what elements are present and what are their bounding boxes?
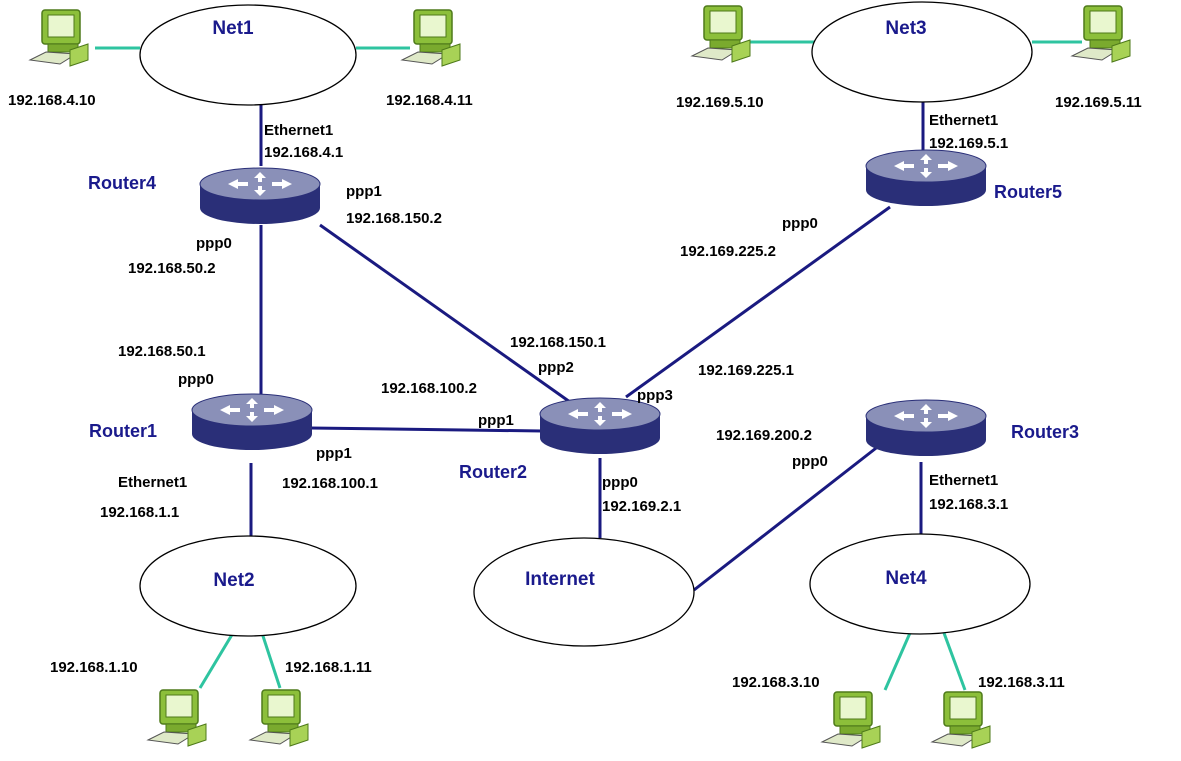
r5-ppp0-ip: 192.169.225.2 [680,243,776,260]
host-net2-b: 192.168.1.11 [249,659,372,747]
router2: Router2 [459,397,661,482]
desktop-computer-icon [147,689,207,747]
desktop-computer-icon [691,5,751,63]
host-ip-label: 192.168.3.11 [978,674,1065,691]
r1-ppp1-ip: 192.168.100.1 [282,475,378,492]
net2-ellipse [139,535,357,637]
r4-eth1-ip: 192.168.4.1 [264,144,343,161]
r3-eth1-name: Ethernet1 [929,472,998,489]
router-icon [199,167,321,225]
r2-ppp3-name: ppp3 [637,387,673,404]
network-net3: Net3 [811,1,1033,103]
router4: Router4 [88,167,321,225]
lan-links [95,40,1082,691]
r2-ppp2-name: ppp2 [538,359,574,376]
lan-link-net2-b [260,632,282,689]
desktop-computer-icon [249,689,309,747]
host-net3-a: 192.169.5.10 [676,5,764,111]
host-ip-label: 192.168.4.10 [8,92,96,109]
router5-label: Router5 [994,182,1062,202]
link-router2-router5 [625,205,891,399]
link-router3-internet [693,443,881,592]
router-icon [865,399,987,457]
desktop-computer-icon [931,691,991,749]
host-net1-a: 192.168.4.10 [8,9,96,109]
net3-ellipse [811,1,1033,103]
network-net4: Net4 [809,533,1031,635]
net2-label: Net2 [213,570,254,591]
router4-label: Router4 [88,173,156,193]
r2-ppp0-ip: 192.169.2.1 [602,498,681,515]
r2-ppp1-name: ppp1 [478,412,514,429]
net3-label: Net3 [885,18,926,39]
r3-ppp0-ip: 192.169.200.2 [716,427,812,444]
router1: Router1 [89,393,313,451]
router3: Router3 [865,399,1079,457]
net1-ellipse [139,4,357,106]
router-icon [865,149,987,207]
r2-ppp2-ip: 192.168.150.1 [510,334,606,351]
desktop-computer-icon [1071,5,1131,63]
r4-ppp0-ip: 192.168.50.2 [128,260,216,277]
lan-link-net2-a [198,632,235,689]
host-ip-label: 192.169.5.10 [676,94,764,111]
r4-eth1-name: Ethernet1 [264,122,333,139]
desktop-computer-icon [29,9,89,67]
router2-label: Router2 [459,462,527,482]
r2-ppp1-ip: 192.168.100.2 [381,380,477,397]
lan-link-net4-a [883,632,912,691]
internet-label: Internet [525,569,595,590]
r2-ppp0-name: ppp0 [602,474,638,491]
lan-link-net4-b [942,632,967,691]
host-ip-label: 192.169.5.11 [1055,94,1142,111]
host-net4-a: 192.168.3.10 [732,674,881,749]
net4-ellipse [809,533,1031,635]
r1-ppp0-ip: 192.168.50.1 [118,343,206,360]
desktop-computer-icon [401,9,461,67]
r4-ppp1-name: ppp1 [346,183,382,200]
host-net1-b: 192.168.4.11 [386,9,473,109]
router-icon [539,397,661,455]
r5-eth1-name: Ethernet1 [929,112,998,129]
r1-eth1-name: Ethernet1 [118,474,187,491]
r5-eth1-ip: 192.169.5.1 [929,135,1008,152]
router-icon [191,393,313,451]
link-router1-router2 [309,426,543,433]
r4-ppp0-name: ppp0 [196,235,232,252]
host-net2-a: 192.168.1.10 [50,659,207,747]
internet-ellipse [473,537,695,647]
router3-label: Router3 [1011,422,1079,442]
router5: Router5 [865,149,1062,207]
wan-links [249,100,925,592]
r1-ppp1-name: ppp1 [316,445,352,462]
host-ip-label: 192.168.1.10 [50,659,138,676]
host-ip-label: 192.168.3.10 [732,674,820,691]
r1-ppp0-name: ppp0 [178,371,214,388]
desktop-computer-icon [821,691,881,749]
r1-eth1-ip: 192.168.1.1 [100,504,179,521]
host-net3-b: 192.169.5.11 [1055,5,1142,111]
r3-ppp0-name: ppp0 [792,453,828,470]
host-ip-label: 192.168.4.11 [386,92,473,109]
interface-labels: Ethernet1 192.168.4.1 ppp1 192.168.150.2… [100,112,1008,521]
host-ip-label: 192.168.1.11 [285,659,372,676]
host-net4-b: 192.168.3.11 [931,674,1065,749]
link-router4-router2 [319,223,571,404]
r2-ppp3-ip: 192.169.225.1 [698,362,794,379]
net1-label: Net1 [212,18,254,39]
router1-label: Router1 [89,421,157,441]
net4-label: Net4 [885,568,927,589]
network-net2: Net2 [139,535,357,637]
network-internet: Internet [473,537,695,647]
r5-ppp0-name: ppp0 [782,215,818,232]
network-net1: Net1 [139,4,357,106]
r4-ppp1-ip: 192.168.150.2 [346,210,442,227]
r3-eth1-ip: 192.168.3.1 [929,496,1008,513]
